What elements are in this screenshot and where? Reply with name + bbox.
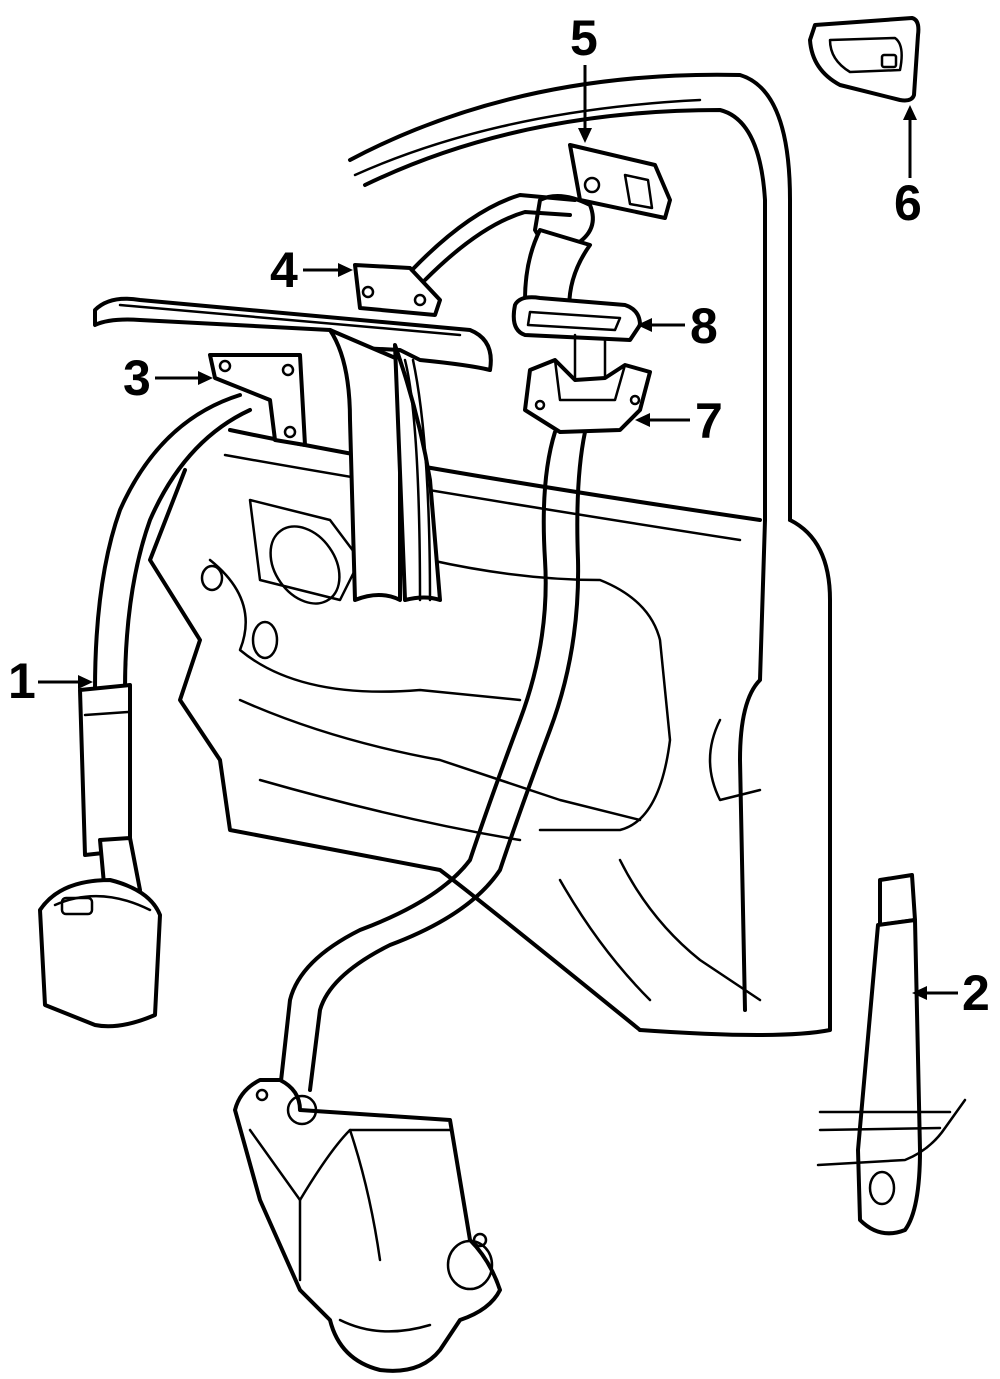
retractor-assembly (233, 1078, 502, 1373)
leader-lines (38, 65, 958, 1000)
part-7-belt-clip (523, 333, 652, 434)
part-1-buckle-assembly (38, 393, 252, 1029)
callout-5: 5 (570, 10, 598, 66)
callout-1: 1 (8, 653, 36, 709)
pillar-trim (93, 296, 493, 602)
callout-8: 8 (690, 298, 718, 354)
part-5-d-ring-plate (533, 143, 672, 248)
callout-2: 2 (962, 965, 990, 1021)
callout-7: 7 (695, 393, 723, 449)
callout-3: 3 (123, 350, 151, 406)
part-6-cover (808, 16, 921, 103)
part-2-anchor-strap (816, 873, 967, 1236)
part-4-guide-bracket (353, 193, 577, 317)
callout-6: 6 (894, 175, 922, 231)
main-belt-webbing (278, 430, 587, 1092)
part-8-webbing-guide (511, 228, 642, 342)
door-panel (148, 72, 832, 1037)
part-3-bracket (208, 353, 307, 447)
callout-4: 4 (270, 242, 298, 298)
